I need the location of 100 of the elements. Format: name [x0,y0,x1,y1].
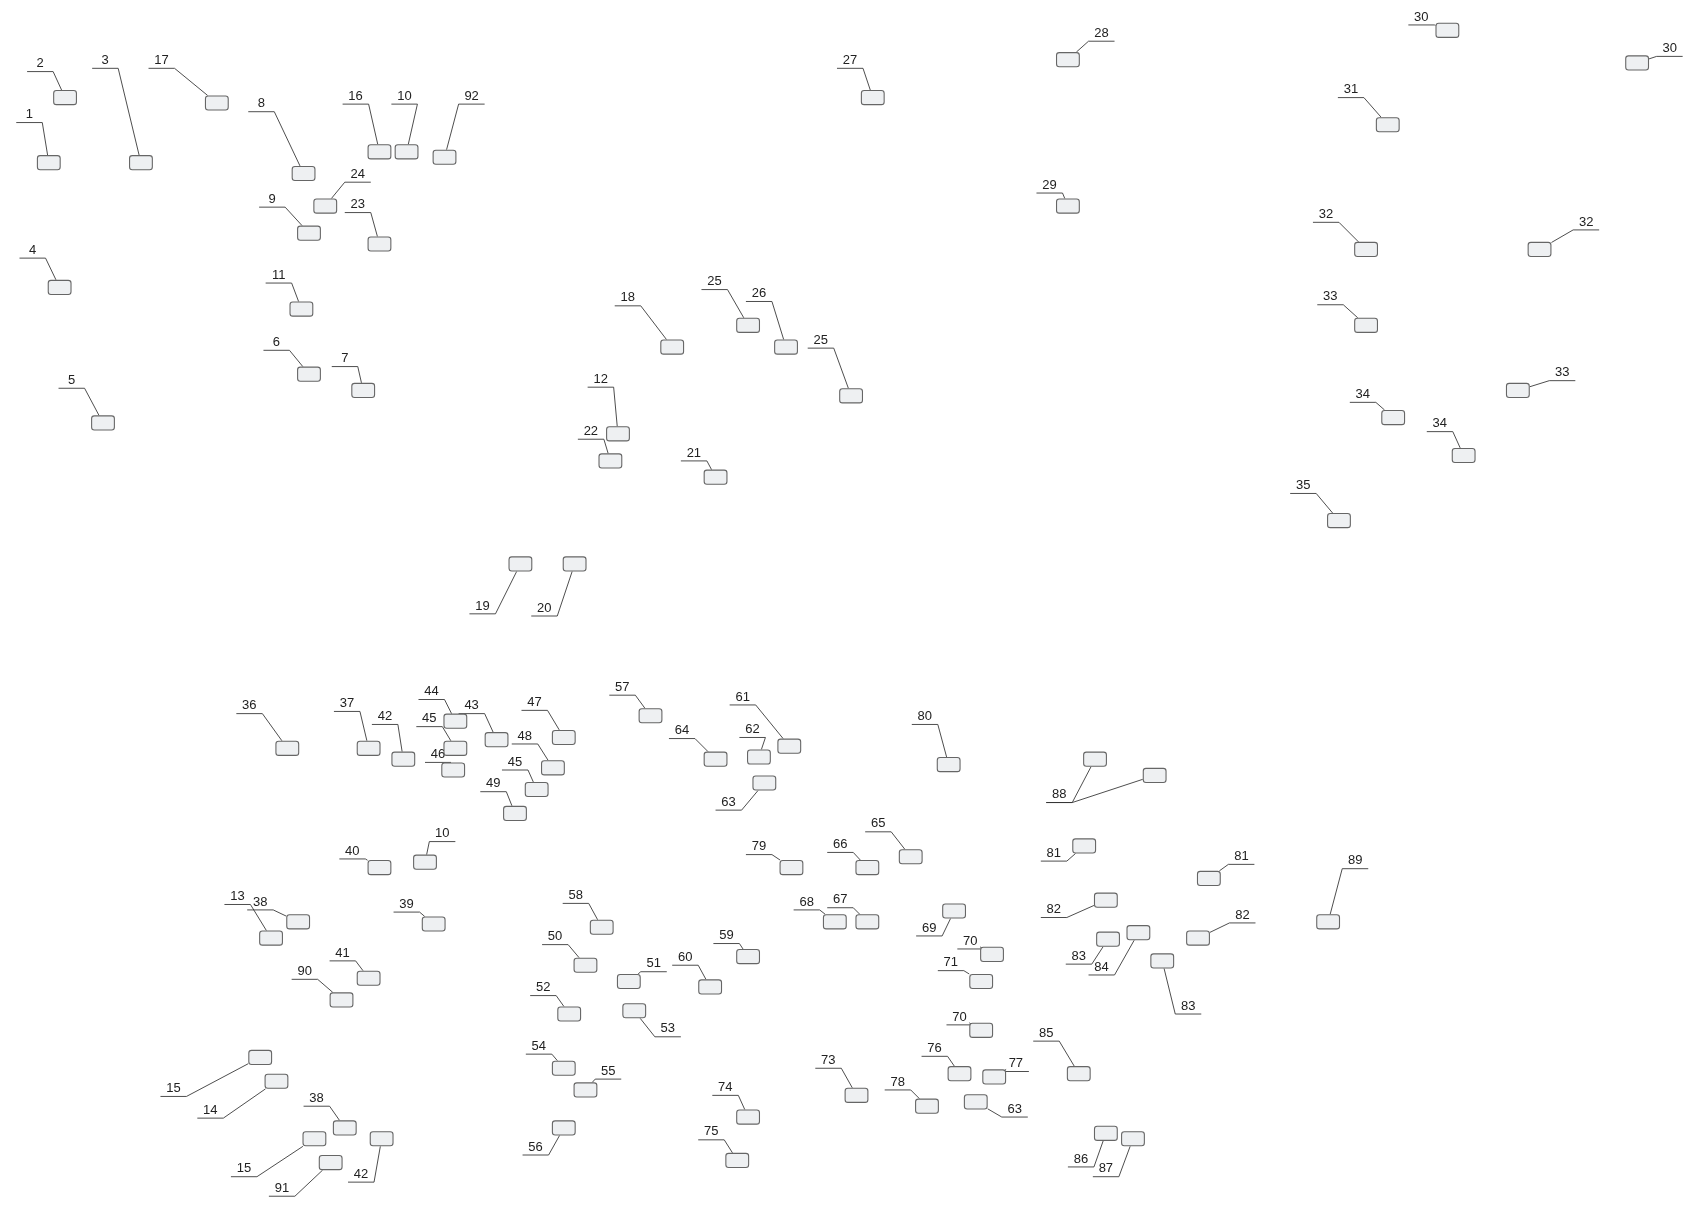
callout-number: 64 [674,722,690,738]
part-outline [1056,52,1080,68]
part-outline [503,805,527,821]
callout-number: 24 [350,165,365,182]
leader-line [1551,229,1600,243]
leader-line [814,1067,853,1089]
part-outline [1142,767,1167,783]
part-outline [598,453,623,469]
part-outline [736,1109,760,1125]
part-outline [774,339,798,355]
leader-line [562,902,599,921]
leader-line [393,911,426,917]
callout-number: 10 [435,825,450,841]
callout-number: 71 [943,954,959,970]
part-outline [844,1087,869,1103]
leader-line [836,67,871,91]
leader-line [344,212,378,237]
callout-number: 33 [1323,288,1338,304]
part-outline [443,740,468,756]
callout-number: 43 [464,697,479,713]
part-outline [356,970,381,986]
leader-line [1065,946,1104,965]
part-outline [915,1098,939,1114]
leader-line [371,724,403,752]
callout-number: 10 [397,87,412,104]
callout-number: 38 [309,1089,324,1106]
leader-line [525,1053,558,1062]
part-outline [291,165,316,182]
leader-line [937,970,970,975]
callout-number: 30 [1662,40,1677,56]
leader-line [342,103,379,145]
callout-number: 68 [799,893,814,909]
callout-number: 56 [528,1138,543,1154]
leader-line [826,852,861,861]
callout-number: 82 [1235,906,1250,922]
part-outline [264,1073,289,1089]
leader-line [1312,221,1359,243]
callout-number: 20 [537,599,552,615]
leader-line [1075,40,1115,53]
callout-number: 83 [1071,947,1086,964]
callout-number: 70 [963,932,978,948]
callout-number: 76 [927,1040,942,1056]
leader-line [864,831,906,850]
part-outline [391,751,416,767]
leader-line [390,103,418,145]
callout-number: 63 [721,793,736,810]
leader-line [333,711,368,742]
leader-line [15,122,49,156]
part-outline [332,1120,357,1136]
callout-number: 63 [1007,1100,1023,1116]
leader-line [614,305,667,340]
part-outline [1375,117,1400,133]
callout-number: 49 [486,775,501,791]
leader-line [738,737,766,750]
leader-line [911,724,948,758]
leader-line [1092,1145,1131,1178]
leader-line [469,571,518,615]
part-outline [1083,751,1107,767]
part-outline [508,556,533,572]
leader-line [1426,431,1461,449]
leader-line [701,289,745,319]
callout-number: 73 [821,1052,836,1068]
part-outline [703,751,728,767]
part-outline [432,149,457,165]
callout-number: 55 [601,1062,616,1078]
part-outline [551,729,576,746]
callout-number: 80 [917,708,933,724]
callout-number: 1 [25,106,33,122]
callout-number: 62 [745,721,760,737]
leader-line [258,206,303,226]
callout-number: 16 [348,87,363,104]
callout-number: 42 [353,1165,369,1182]
part-outline [752,775,777,791]
leader-line [671,964,707,980]
callout-number: 39 [399,895,414,911]
callout-number: 45 [422,710,437,726]
leader-line [637,971,668,975]
part-outline [1196,870,1221,887]
leader-line [1032,1040,1075,1067]
leader-line [729,704,784,739]
leader-line [224,904,267,931]
leader-line [1040,905,1095,918]
leader-line [915,918,951,937]
callout-number: 47 [527,694,542,710]
callout-number: 82 [1046,901,1062,917]
callout-number: 44 [424,683,439,699]
leader-line [1349,401,1385,411]
leader-line [587,386,618,427]
callout-number: 7 [341,350,349,366]
part-outline [936,757,961,773]
leader-line [522,1135,560,1156]
leader-line [160,1063,249,1097]
callout-number: 4 [28,241,37,258]
leader-line [196,1088,266,1119]
leader-line [884,1089,920,1100]
callout-number: 32 [1318,206,1334,222]
part-outline [551,1060,576,1076]
leader-line [331,366,362,384]
callout-number: 42 [377,708,393,724]
part-outline [484,732,509,748]
